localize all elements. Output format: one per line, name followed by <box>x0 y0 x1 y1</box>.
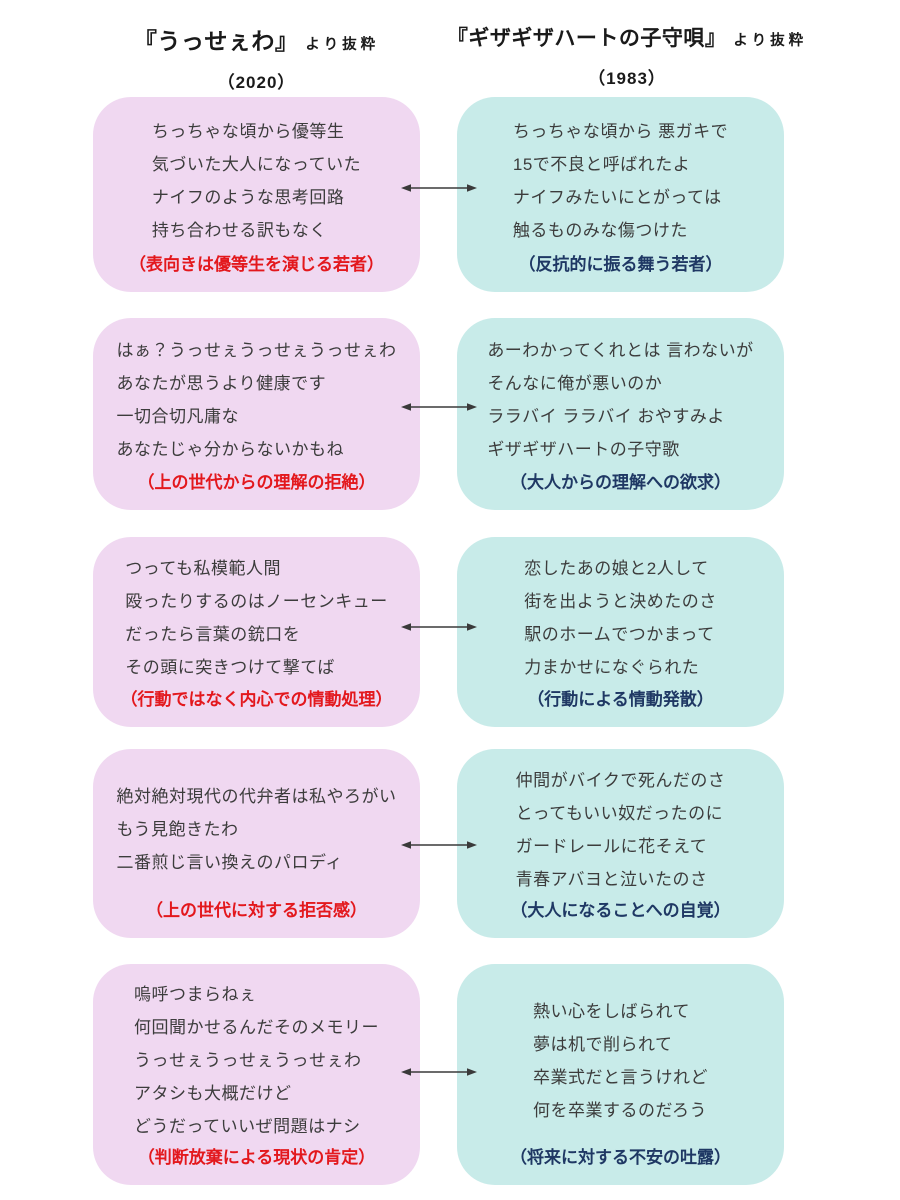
interpretation-annotation: （将来に対する不安の吐露） <box>510 1148 731 1167</box>
lyric-box-left-4: 絶対絶対現代の代弁者は私やろがいもう見飽きたわ二番煎じ言い換えのパロディ （上の世… <box>93 749 420 938</box>
song-year: （1983） <box>588 69 666 88</box>
lyric-line: そんなに俺が悪いのか <box>487 374 663 393</box>
interpretation-annotation: （大人からの理解への欲求） <box>510 473 731 492</box>
excerpt-label: より抜粋 <box>733 33 808 49</box>
lyric-line: 何を卒業するのだろう <box>533 1100 707 1120</box>
lyric-line: 恋したあの娘と2人して <box>524 559 709 578</box>
lyrics-block: つっても私模範人間殴ったりするのはノーセンキューだったら言葉の銃口をその頭に突き… <box>93 551 420 685</box>
interpretation-annotation: （反抗的に振る舞う若者） <box>518 255 723 274</box>
interpretation-annotation: （判断放棄による現状の肯定） <box>137 1148 376 1167</box>
lyrics-text: 仲間がバイクで死んだのさとってもいい奴だったのにガードレールに花そえて青春アバヨ… <box>516 764 726 896</box>
lyrics-block: 熱い心をしばられて夢は机で削られて卒業式だと言うけれど何を卒業するのだろう <box>457 978 784 1143</box>
lyric-line: はぁ？うっせぇうっせぇうっせぇわ <box>116 341 397 360</box>
lyric-line: だったら言葉の銃口を <box>125 625 301 644</box>
lyrics-text: ちっちゃな頃から優等生気づいた大人になっていたナイフのような思考回路持ち合わせる… <box>152 115 361 247</box>
lyrics-block: 仲間がバイクで死んだのさとってもいい奴だったのにガードレールに花そえて青春アバヨ… <box>457 763 784 896</box>
interpretation-annotation: （上の世代からの理解の拒絶） <box>137 473 376 492</box>
lyric-line: ナイフのような思考回路 <box>151 187 345 207</box>
lyrics-text: つっても私模範人間殴ったりするのはノーセンキューだったら言葉の銃口をその頭に突き… <box>125 552 388 684</box>
lyric-line: 15で不良と呼ばれたよ <box>512 154 691 174</box>
lyric-line: ナイフみたいにとがっては <box>512 187 722 207</box>
lyric-line: 熱い心をしばられて <box>533 1001 690 1021</box>
double-arrow-icon <box>401 1066 477 1078</box>
lyric-box-right-5: 熱い心をしばられて夢は机で削られて卒業式だと言うけれど何を卒業するのだろう （将来… <box>457 964 784 1185</box>
lyric-line: 一切合切凡庸な <box>116 407 239 426</box>
lyrics-block: 絶対絶対現代の代弁者は私やろがいもう見飽きたわ二番煎じ言い換えのパロディ <box>93 763 420 896</box>
lyric-line: つっても私模範人間 <box>125 559 282 578</box>
song-title: 『うっせぇわ』 <box>133 28 299 54</box>
lyric-line: ちっちゃな頃から 悪ガキで <box>512 121 729 141</box>
lyric-line: 気づいた大人になっていた <box>151 154 362 174</box>
lyrics-block: ちっちゃな頃から 悪ガキで 15で不良と呼ばれたよナイフみたいにとがっては触るもの… <box>457 111 784 250</box>
lyric-line: 青春アバヨと泣いたのさ <box>515 869 708 889</box>
lyric-line: 駅のホームでつかまって <box>524 625 715 644</box>
lyric-line: 二番煎じ言い換えのパロディ <box>116 853 343 872</box>
lyric-line: 街を出ようと決めたのさ <box>524 592 717 611</box>
lyric-box-left-5: 嗚呼つまらねぇ何回聞かせるんだそのメモリーうっせぇうっせぇうっせぇわアタシも大概… <box>93 964 420 1185</box>
lyric-box-right-1: ちっちゃな頃から 悪ガキで 15で不良と呼ばれたよナイフみたいにとがっては触るもの… <box>457 97 784 292</box>
lyric-line: ちっちゃな頃から優等生 <box>151 121 345 141</box>
interpretation-annotation: （上の世代に対する拒否感） <box>146 901 367 920</box>
lyric-box-left-2: はぁ？うっせぇうっせぇうっせぇわあなたが思うより健康です一切合切凡庸なあなたじゃ… <box>93 318 420 510</box>
lyrics-text: あーわかってくれとは 言わないがそんなに俺が悪いのかララバイ ララバイ おやすみ… <box>487 334 753 466</box>
lyric-box-right-3: 恋したあの娘と2人して街を出ようと決めたのさ駅のホームでつかまって力まかせになぐ… <box>457 537 784 727</box>
lyrics-text: 熱い心をしばられて夢は机で削られて卒業式だと言うけれど何を卒業するのだろう <box>533 995 708 1127</box>
lyric-line: 持ち合わせる訳もなく <box>151 220 327 240</box>
lyric-line: もう見飽きたわ <box>116 820 239 839</box>
lyric-line: 何回聞かせるんだそのメモリー <box>134 1018 379 1037</box>
lyrics-block: 恋したあの娘と2人して街を出ようと決めたのさ駅のホームでつかまって力まかせになぐ… <box>457 551 784 685</box>
lyric-line: アタシも大概だけど <box>134 1084 292 1103</box>
lyric-line: 仲間がバイクで死んだのさ <box>515 770 726 790</box>
lyric-line: 夢は机で削られて <box>533 1034 673 1054</box>
lyric-box-left-3: つっても私模範人間殴ったりするのはノーセンキューだったら言葉の銃口をその頭に突き… <box>93 537 420 727</box>
lyric-line: 殴ったりするのはノーセンキュー <box>125 592 388 611</box>
lyric-line: 触るものみな傷つけた <box>512 220 688 240</box>
lyrics-text: 嗚呼つまらねぇ何回聞かせるんだそのメモリーうっせぇうっせぇうっせぇわアタシも大概… <box>134 978 379 1143</box>
song-title: 『ギザギザハートの子守唄』 <box>446 27 727 50</box>
lyric-line: ララバイ ララバイ おやすみよ <box>487 407 725 426</box>
lyric-line: うっせぇうっせぇうっせぇわ <box>134 1051 362 1070</box>
double-arrow-icon <box>401 839 477 851</box>
lyrics-text: 恋したあの娘と2人して街を出ようと決めたのさ駅のホームでつかまって力まかせになぐ… <box>524 552 717 684</box>
lyric-line: あなたが思うより健康です <box>116 374 327 393</box>
lyric-line: ガードレールに花そえて <box>515 836 708 856</box>
song-title-line: 『うっせぇわ』より抜粋 <box>73 22 440 56</box>
lyrics-block: あーわかってくれとは 言わないがそんなに俺が悪いのかララバイ ララバイ おやすみ… <box>457 332 784 468</box>
double-arrow-icon <box>401 182 477 194</box>
lyric-line: 嗚呼つまらねぇ <box>134 985 257 1004</box>
lyric-line: 卒業式だと言うけれど <box>533 1067 708 1087</box>
lyric-line: 絶対絶対現代の代弁者は私やろがい <box>116 787 397 806</box>
interpretation-annotation: （大人になることへの自覚） <box>510 901 731 920</box>
lyric-box-left-1: ちっちゃな頃から優等生気づいた大人になっていたナイフのような思考回路持ち合わせる… <box>93 97 420 292</box>
lyrics-block: 嗚呼つまらねぇ何回聞かせるんだそのメモリーうっせぇうっせぇうっせぇわアタシも大概… <box>93 978 420 1143</box>
interpretation-annotation: （行動による情動発散） <box>527 690 714 709</box>
interpretation-annotation: （行動ではなく内心での情動処理） <box>120 690 393 709</box>
lyric-line: ギザギザハートの子守歌 <box>487 440 680 459</box>
double-arrow-icon <box>401 621 477 633</box>
header-left-song: 『うっせぇわ』より抜粋 （2020） <box>73 22 440 93</box>
lyric-line: どうだっていいぜ問題はナシ <box>134 1117 361 1136</box>
double-arrow-icon <box>401 401 477 413</box>
lyrics-block: ちっちゃな頃から優等生気づいた大人になっていたナイフのような思考回路持ち合わせる… <box>93 111 420 250</box>
lyrics-text: はぁ？うっせぇうっせぇうっせぇわあなたが思うより健康です一切合切凡庸なあなたじゃ… <box>117 334 397 466</box>
lyrics-block: はぁ？うっせぇうっせぇうっせぇわあなたが思うより健康です一切合切凡庸なあなたじゃ… <box>93 332 420 468</box>
lyrics-text: ちっちゃな頃から 悪ガキで 15で不良と呼ばれたよナイフみたいにとがっては触るもの… <box>513 115 728 247</box>
lyric-line: 力まかせになぐられた <box>524 658 700 677</box>
lyric-line: あなたじゃ分からないかもね <box>116 440 344 459</box>
song-year: （2020） <box>217 73 296 92</box>
excerpt-label: より抜粋 <box>305 37 380 53</box>
interpretation-annotation: （表向きは優等生を演じる若者） <box>129 255 384 274</box>
lyric-box-right-2: あーわかってくれとは 言わないがそんなに俺が悪いのかララバイ ララバイ おやすみ… <box>457 318 784 510</box>
header-right-song: 『ギザギザハートの子守唄』より抜粋 （1983） <box>437 22 817 89</box>
lyric-box-right-4: 仲間がバイクで死んだのさとってもいい奴だったのにガードレールに花そえて青春アバヨ… <box>457 749 784 938</box>
lyric-line: とってもいい奴だったのに <box>515 803 724 823</box>
lyric-line: あーわかってくれとは 言わないが <box>487 341 754 360</box>
lyric-line: その頭に突きつけて撃てば <box>125 658 335 677</box>
lyrics-text: 絶対絶対現代の代弁者は私やろがいもう見飽きたわ二番煎じ言い換えのパロディ <box>117 780 397 879</box>
song-title-line: 『ギザギザハートの子守唄』より抜粋 <box>437 22 817 52</box>
